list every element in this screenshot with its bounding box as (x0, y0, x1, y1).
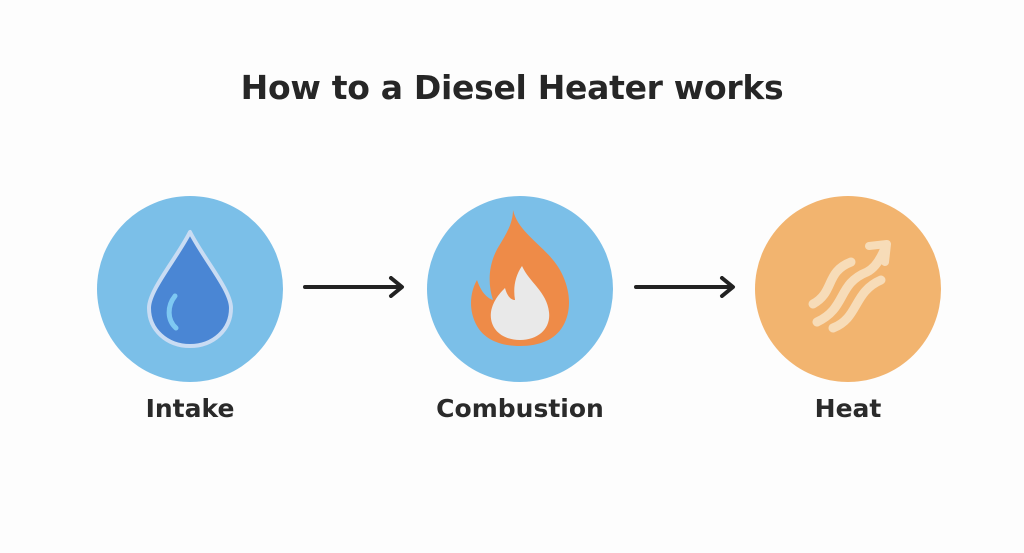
step-intake: Intake (97, 196, 283, 423)
step-label-heat: Heat (814, 394, 882, 423)
heat-waves-icon (808, 240, 891, 333)
intake-circle (97, 196, 283, 382)
diagram-title: How to a Diesel Heater works (240, 68, 784, 107)
step-label-combustion: Combustion (436, 394, 604, 423)
flame-icon (471, 210, 569, 346)
step-label-intake: Intake (145, 394, 235, 423)
step-heat: Heat (755, 196, 941, 423)
combustion-circle (427, 196, 613, 382)
arrow-right-icon (303, 276, 404, 298)
heat-circle (755, 196, 941, 382)
arrow-right-icon (634, 276, 735, 298)
water-drop-icon (147, 230, 233, 348)
step-combustion: Combustion (427, 196, 613, 423)
